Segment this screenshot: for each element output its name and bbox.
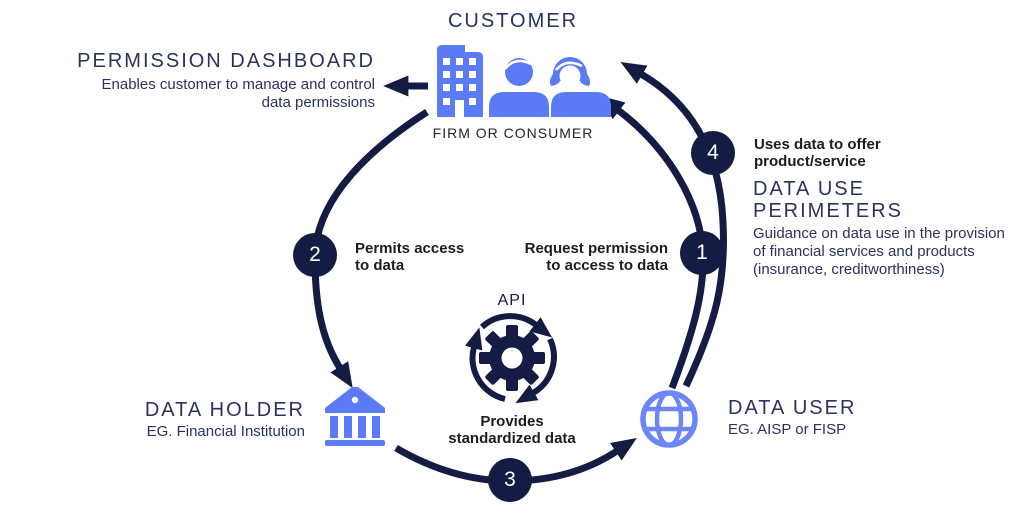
- step-circle-1: 1: [680, 231, 724, 275]
- step-circle-4: 4: [691, 131, 735, 175]
- step-circle-2: 2: [293, 233, 337, 277]
- data-user-block: DATA USER EG. AISP or FISP: [728, 397, 856, 439]
- step-2-label: Permits access to data: [355, 240, 465, 274]
- data-use-perimeters-desc-line1: Guidance on data use in the provision: [753, 225, 1005, 242]
- globe-icon: [640, 390, 698, 448]
- firm-or-consumer-label: FIRM OR CONSUMER: [432, 125, 594, 141]
- data-holder-block: DATA HOLDER EG. Financial Institution: [105, 399, 305, 441]
- data-use-perimeters-title-line1: DATA USE: [753, 178, 865, 200]
- permission-dashboard-desc-line1: Enables customer to manage and control: [101, 76, 376, 93]
- data-use-perimeters-desc-line3: (insurance, creditworthiness): [753, 261, 945, 278]
- permission-dashboard-block: PERMISSION DASHBOARD Enables customer to…: [60, 50, 375, 112]
- data-use-perimeters-desc-line2: of financial services and products: [753, 243, 975, 260]
- permission-dashboard-desc-line2: data permissions: [261, 94, 375, 111]
- bank-icon: [325, 387, 385, 446]
- step-1-label: Request permission to access to data: [524, 240, 668, 274]
- arrow-user-to-customer-outer: [620, 62, 727, 388]
- data-use-perimeters-title-line2: PERIMETERS: [753, 200, 904, 222]
- data-use-perimeters-block: DATA USE PERIMETERS Guidance on data use…: [753, 178, 1005, 279]
- data-holder-subtitle: EG. Financial Institution: [146, 423, 305, 440]
- building-icon: [437, 45, 483, 117]
- data-holder-title: DATA HOLDER: [144, 399, 305, 421]
- api-label: API: [497, 292, 527, 309]
- gear-sync-icon: [465, 313, 557, 404]
- female-person-icon: [549, 57, 611, 117]
- step-circle-3: 3: [488, 458, 532, 502]
- data-user-title: DATA USER: [728, 397, 857, 419]
- male-person-icon: [489, 58, 549, 117]
- customer-title: CUSTOMER: [447, 10, 579, 32]
- step-3-label: Provides standardized data: [448, 413, 576, 447]
- data-user-subtitle: EG. AISP or FISP: [728, 421, 847, 438]
- step-4-label: Uses data to offer product/service: [754, 136, 881, 170]
- permission-dashboard-title: PERMISSION DASHBOARD: [77, 50, 375, 72]
